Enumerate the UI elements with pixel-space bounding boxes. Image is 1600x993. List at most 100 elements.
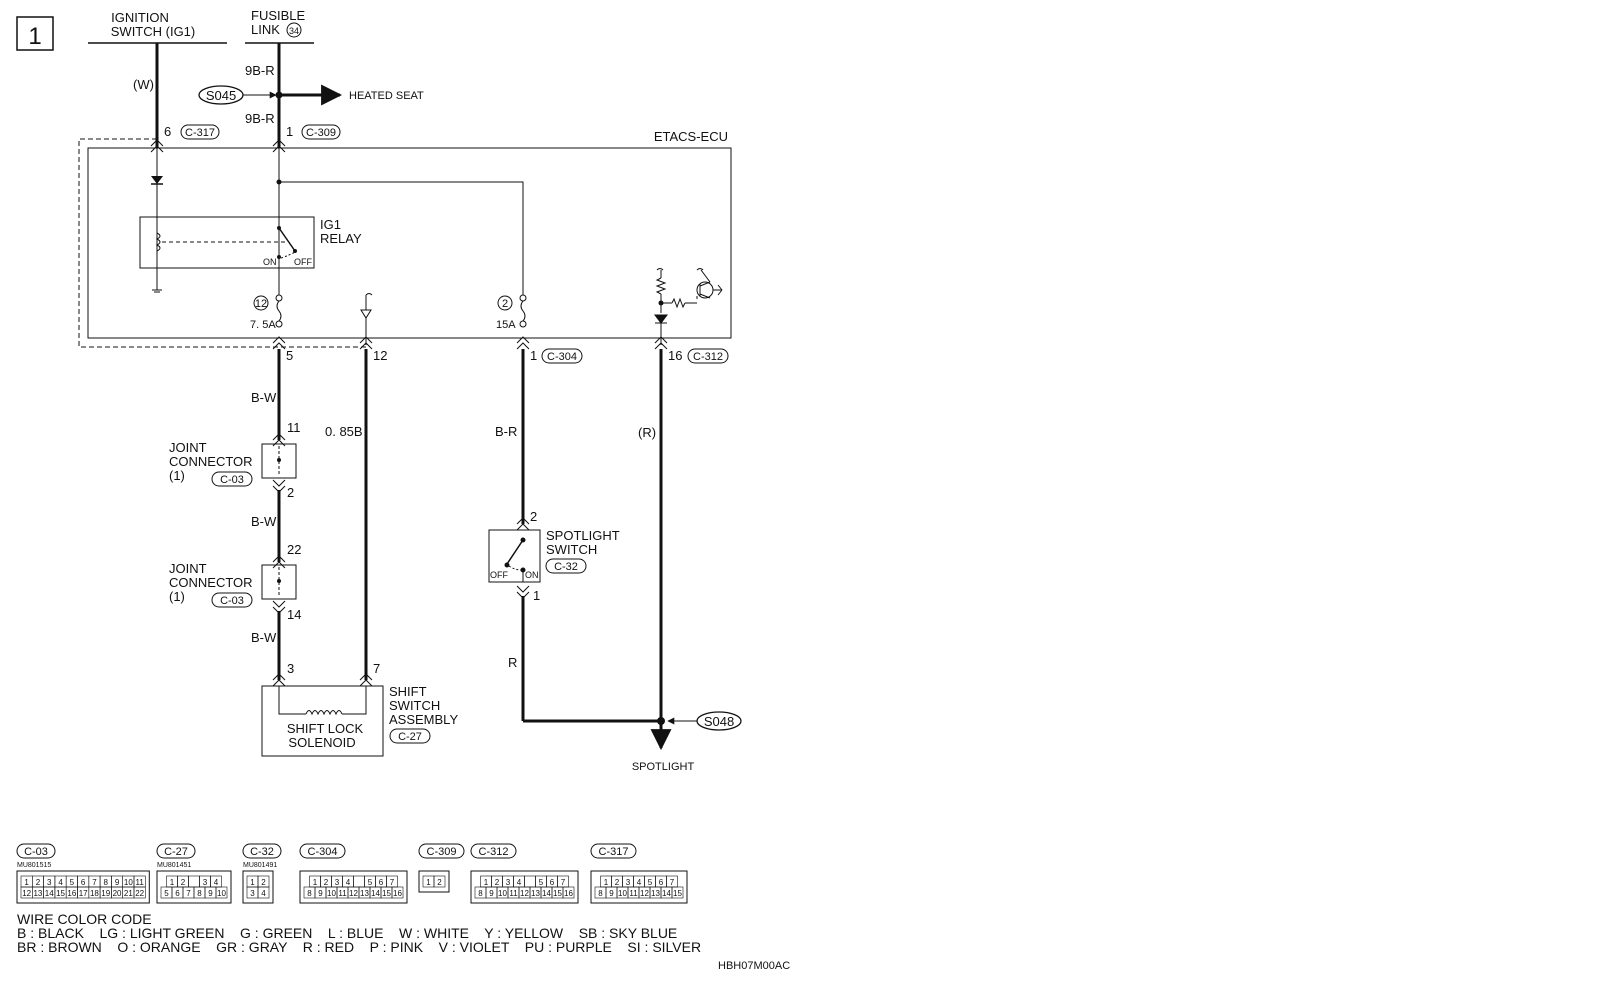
legend-pin: 2 [324, 878, 329, 887]
pin-3: 3 [287, 661, 294, 676]
legend-pin: 9 [318, 889, 323, 898]
svg-text:C-03: C-03 [220, 474, 244, 486]
legend-pin: 3 [250, 889, 255, 898]
svg-text:15A: 15A [496, 319, 516, 331]
svg-text:SWITCH: SWITCH [546, 542, 597, 557]
legend-pin: 9 [609, 889, 614, 898]
legend-pin: 17 [79, 889, 88, 898]
svg-text:B : BLACK LG : LIGHT GREEN: B : BLACK LG : LIGHT GREEN G : GREEN L :… [17, 925, 677, 941]
page-number-box: 1 [16, 16, 54, 51]
wire-label-085b: 0. 85B [325, 424, 363, 439]
wire-label-9br-bot: 9B-R [245, 111, 275, 126]
legend-pin: 13 [531, 889, 540, 898]
pin-14: 14 [287, 607, 301, 622]
svg-text:JOINT: JOINT [169, 561, 207, 576]
legend-pin: 7 [92, 878, 97, 887]
legend-pin: 14 [371, 889, 380, 898]
legend-pin: 8 [197, 889, 202, 898]
pin-2-switch: 2 [530, 509, 537, 524]
legend-pin: 1 [170, 878, 175, 887]
svg-text:JOINT: JOINT [169, 440, 207, 455]
legend-pin: 15 [56, 889, 65, 898]
legend-pin: 8 [478, 889, 483, 898]
legend-connector-label: C-32 [250, 846, 274, 858]
pin-11: 11 [287, 420, 301, 435]
legend-pin: 16 [67, 889, 76, 898]
relay-on-label: ON [263, 257, 277, 267]
legend-pin: 7 [390, 878, 395, 887]
svg-text:CONNECTOR: CONNECTOR [169, 575, 253, 590]
fuse-2: 2 15A [496, 294, 527, 331]
legend-pin: 12 [640, 889, 649, 898]
wire-color-code: WIRE COLOR CODE B : BLACK LG : LIGHT GRE… [17, 911, 701, 955]
legend-pin: 1 [24, 878, 29, 887]
wire-label-9br-top: 9B-R [245, 63, 275, 78]
legend-pin: 1 [484, 878, 489, 887]
wire-label-w: (W) [133, 77, 154, 92]
relay-name-1: IG1 [320, 217, 341, 232]
page-number: 1 [28, 23, 41, 50]
legend-pin: 2 [495, 878, 500, 887]
legend-pin: 10 [124, 878, 133, 887]
legend-pin: 3 [626, 878, 631, 887]
legend-pin: 12 [349, 889, 358, 898]
legend-connector-part: MU801451 [157, 862, 191, 869]
pin-22: 22 [287, 542, 301, 557]
splice-s048: S048 [667, 711, 742, 731]
legend-pin: 7 [561, 878, 566, 887]
pin-16: 16 [668, 348, 682, 363]
svg-text:BR : BROWN O : ORANGE GR: BR : BROWN O : ORANGE GR : GRAY R : RED … [17, 939, 701, 955]
legend-pin: 4 [261, 889, 266, 898]
legend-pin: 1 [313, 878, 318, 887]
legend-connector-label: C-304 [308, 846, 338, 858]
legend-pin: 7 [670, 878, 675, 887]
svg-text:FUSIBLE: FUSIBLE [251, 8, 306, 23]
connector-c27-tag: C-27 [389, 728, 431, 744]
legend-pin: 15 [673, 889, 682, 898]
legend-pin: 4 [517, 878, 522, 887]
wire-label-bw-1: B-W [251, 390, 277, 405]
legend-pin: 9 [115, 878, 120, 887]
legend-pin: 12 [22, 889, 31, 898]
legend-connector-label: C-309 [427, 846, 457, 858]
ground-symbol [152, 289, 162, 293]
wire-br [488, 349, 661, 723]
ecu-pin-arrows [272, 336, 668, 350]
wire-label-r-paren: (R) [638, 425, 656, 440]
shift-assy-1: SHIFT [389, 684, 427, 699]
svg-text:IGNITION: IGNITION [111, 10, 169, 25]
drawing-code: HBH07M00AC [718, 960, 790, 972]
svg-text:C-317: C-317 [185, 127, 215, 139]
legend-pin: 11 [338, 889, 347, 898]
legend-pin: 19 [101, 889, 110, 898]
diode-ignition [151, 176, 163, 185]
legend-pin: 16 [393, 889, 402, 898]
dest-spotlight: SPOTLIGHT [632, 761, 695, 773]
fusible-link-label: FUSIBLE LINK 34 [245, 8, 314, 44]
relay-name-2: RELAY [320, 231, 362, 246]
connector-c309-tag: C-309 [301, 124, 341, 140]
legend-pin: 22 [135, 889, 144, 898]
svg-text:SPOTLIGHT: SPOTLIGHT [546, 528, 620, 543]
legend-connector-label: C-317 [599, 846, 629, 858]
legend-pin: 5 [164, 889, 169, 898]
legend-pin: 15 [553, 889, 562, 898]
legend-pin: 10 [327, 889, 336, 898]
svg-text:2: 2 [502, 298, 508, 310]
legend-pin: 3 [506, 878, 511, 887]
splice-s045: S045 [198, 84, 343, 106]
wire-label-bw-3: B-W [251, 630, 277, 645]
legend-pin: 5 [648, 878, 653, 887]
legend-pin: 3 [47, 878, 52, 887]
ignition-switch-label: IGNITION SWITCH (IG1) [88, 10, 227, 44]
svg-text:12: 12 [255, 298, 267, 310]
legend-pin: 11 [509, 889, 518, 898]
legend-pin: 1 [250, 878, 255, 887]
connector-c304-tag: C-304 [541, 348, 583, 364]
wire-label-br: B-R [495, 424, 517, 439]
shift-assy-3: ASSEMBLY [389, 712, 458, 727]
